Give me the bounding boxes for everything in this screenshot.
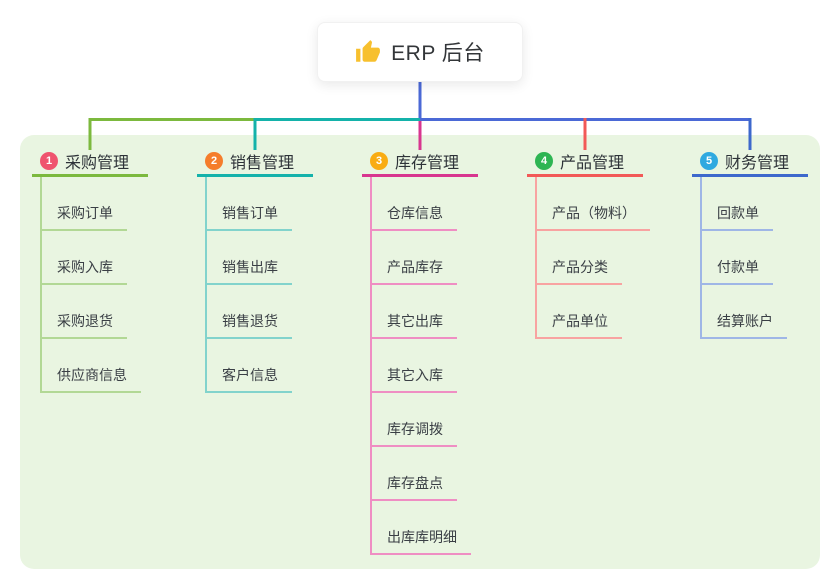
branch-item[interactable]: 其它入库 — [372, 339, 512, 393]
branch-title: 库存管理 — [395, 155, 460, 172]
branch-item-label: 产品单位 — [537, 311, 622, 339]
branch-item-list: 采购订单采购入库采购退货供应商信息 — [40, 177, 182, 393]
branch-number-badge: 4 — [535, 152, 553, 170]
branch-item-label: 采购订单 — [42, 203, 127, 231]
branch-item[interactable]: 仓库信息 — [372, 177, 512, 231]
root-node[interactable]: ERP 后台 — [317, 22, 523, 82]
branch-header[interactable]: 1 采购管理 — [32, 148, 148, 177]
branch-title: 财务管理 — [725, 155, 790, 172]
branch-column-3: 3 库存管理 仓库信息产品库存其它出库其它入库库存调拨库存盘点出库库明细 — [362, 148, 512, 555]
branch-item-label: 客户信息 — [207, 365, 292, 393]
branch-item-label: 仓库信息 — [372, 203, 457, 231]
branch-item-list: 仓库信息产品库存其它出库其它入库库存调拨库存盘点出库库明细 — [370, 177, 512, 555]
branch-item[interactable]: 产品（物料） — [537, 177, 677, 231]
branch-header[interactable]: 2 销售管理 — [197, 148, 313, 177]
branch-column-1: 1 采购管理 采购订单采购入库采购退货供应商信息 — [32, 148, 182, 393]
branch-column-2: 2 销售管理 销售订单销售出库销售退货客户信息 — [197, 148, 347, 393]
branch-item-list: 销售订单销售出库销售退货客户信息 — [205, 177, 347, 393]
branch-item-label: 供应商信息 — [42, 365, 141, 393]
branch-item[interactable]: 付款单 — [702, 231, 839, 285]
branch-item-label: 出库库明细 — [372, 527, 471, 555]
branch-header[interactable]: 5 财务管理 — [692, 148, 808, 177]
branch-item[interactable]: 销售订单 — [207, 177, 347, 231]
branch-item[interactable]: 库存调拨 — [372, 393, 512, 447]
branch-item-label: 回款单 — [702, 203, 773, 231]
branch-item[interactable]: 其它出库 — [372, 285, 512, 339]
branch-item-label: 付款单 — [702, 257, 773, 285]
branch-item-label: 其它入库 — [372, 365, 457, 393]
branch-item[interactable]: 客户信息 — [207, 339, 347, 393]
branch-item-label: 销售出库 — [207, 257, 292, 285]
branch-item[interactable]: 结算账户 — [702, 285, 839, 339]
branch-item[interactable]: 出库库明细 — [372, 501, 512, 555]
branch-item[interactable]: 供应商信息 — [42, 339, 182, 393]
branch-header[interactable]: 4 产品管理 — [527, 148, 643, 177]
branches-panel: 1 采购管理 采购订单采购入库采购退货供应商信息 2 销售管理 销售订单销售出库… — [20, 135, 820, 569]
branch-item-label: 采购入库 — [42, 257, 127, 285]
branch-item[interactable]: 采购订单 — [42, 177, 182, 231]
branch-item-label: 产品库存 — [372, 257, 457, 285]
branch-number-badge: 3 — [370, 152, 388, 170]
branch-column-4: 4 产品管理 产品（物料） 产品分类产品单位 — [527, 148, 677, 339]
branch-item[interactable]: 产品分类 — [537, 231, 677, 285]
branch-number-badge: 2 — [205, 152, 223, 170]
thumbs-up-icon — [356, 40, 381, 62]
branch-title: 销售管理 — [230, 155, 295, 172]
branch-item[interactable]: 销售出库 — [207, 231, 347, 285]
branch-item[interactable]: 销售退货 — [207, 285, 347, 339]
branch-item[interactable]: 产品单位 — [537, 285, 677, 339]
branch-item-label: 结算账户 — [702, 311, 787, 339]
branch-item[interactable]: 产品库存 — [372, 231, 512, 285]
branch-item-label: 产品分类 — [537, 257, 622, 285]
branch-item-label: 产品（物料） — [537, 203, 650, 231]
branch-title: 采购管理 — [65, 155, 130, 172]
branch-number-badge: 5 — [700, 152, 718, 170]
branch-item-label: 销售退货 — [207, 311, 292, 339]
branch-header[interactable]: 3 库存管理 — [362, 148, 478, 177]
branch-item-label: 库存盘点 — [372, 473, 457, 501]
branch-item[interactable]: 采购退货 — [42, 285, 182, 339]
branch-item-label: 其它出库 — [372, 311, 457, 339]
branch-item[interactable]: 库存盘点 — [372, 447, 512, 501]
branch-item-list: 产品（物料） 产品分类产品单位 — [535, 177, 677, 339]
branch-column-5: 5 财务管理 回款单付款单结算账户 — [692, 148, 839, 339]
branch-item-label: 库存调拨 — [372, 419, 457, 447]
branch-item-label: 采购退货 — [42, 311, 127, 339]
branch-number-badge: 1 — [40, 152, 58, 170]
branch-title: 产品管理 — [560, 155, 625, 172]
branch-item-label: 销售订单 — [207, 203, 292, 231]
branch-item-list: 回款单付款单结算账户 — [700, 177, 839, 339]
branch-item[interactable]: 采购入库 — [42, 231, 182, 285]
branch-item[interactable]: 回款单 — [702, 177, 839, 231]
root-node-label: ERP 后台 — [391, 42, 485, 65]
